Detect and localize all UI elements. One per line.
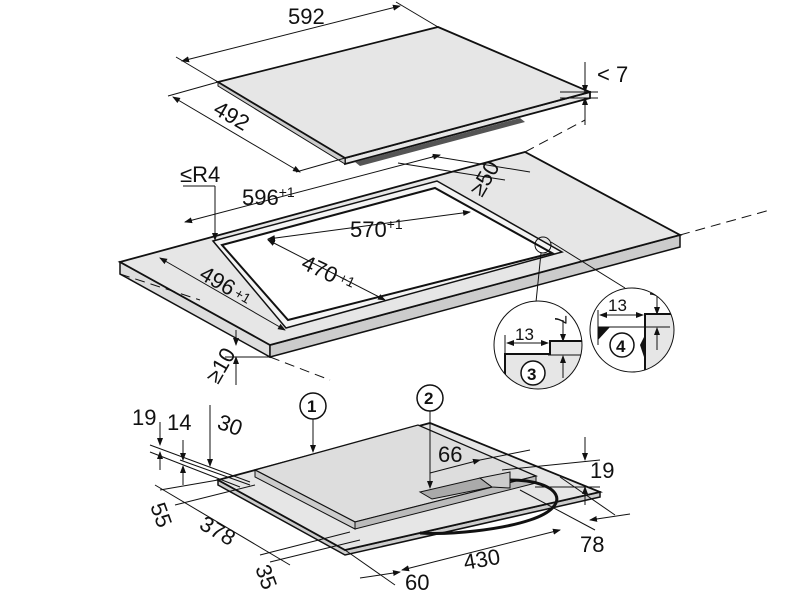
dim-14: 14 (167, 410, 191, 435)
dim-30: 30 (214, 409, 246, 441)
detail-4-number: 4 (616, 337, 626, 356)
hob-underside-view: 1 2 19 14 30 55 378 35 60 430 78 (132, 384, 631, 595)
detail-4: 13 7 4 (589, 287, 675, 373)
inner-width-label: 570+1 (350, 216, 403, 242)
dim-66: 66 (438, 442, 462, 467)
callout-2: 2 (424, 389, 433, 408)
detail-3: 13 7 3 (493, 300, 583, 390)
dim-78: 78 (580, 532, 604, 557)
dim-430: 430 (462, 544, 503, 575)
corner-radius-label: ≤R4 (180, 162, 220, 187)
dim-55: 55 (145, 499, 177, 531)
worktop-thickness-label: ≥10 (201, 343, 241, 387)
dim-19-right: 19 (590, 458, 614, 483)
detail-3-width-label: 13 (515, 325, 534, 344)
dim-378: 378 (196, 511, 240, 551)
dim-19-left: 19 (132, 405, 156, 430)
worktop-cutout-view: ≤R4 596+1 ≥50 570+1 470+1 496+1 ≥10 (117, 119, 771, 388)
detail-3-number: 3 (527, 365, 536, 384)
hob-thickness-label: < 7 (597, 62, 628, 87)
dim-60: 60 (405, 570, 429, 595)
outer-width-label: 596+1 (242, 184, 295, 210)
callout-1: 1 (307, 397, 316, 416)
detail-4-width-label: 13 (608, 296, 627, 315)
dim-35: 35 (250, 561, 282, 593)
detail-3-height-label: 7 (551, 315, 570, 324)
hob-width-label: 592 (288, 4, 325, 29)
hob-top-view: 592 492 < 7 (167, 1, 628, 173)
